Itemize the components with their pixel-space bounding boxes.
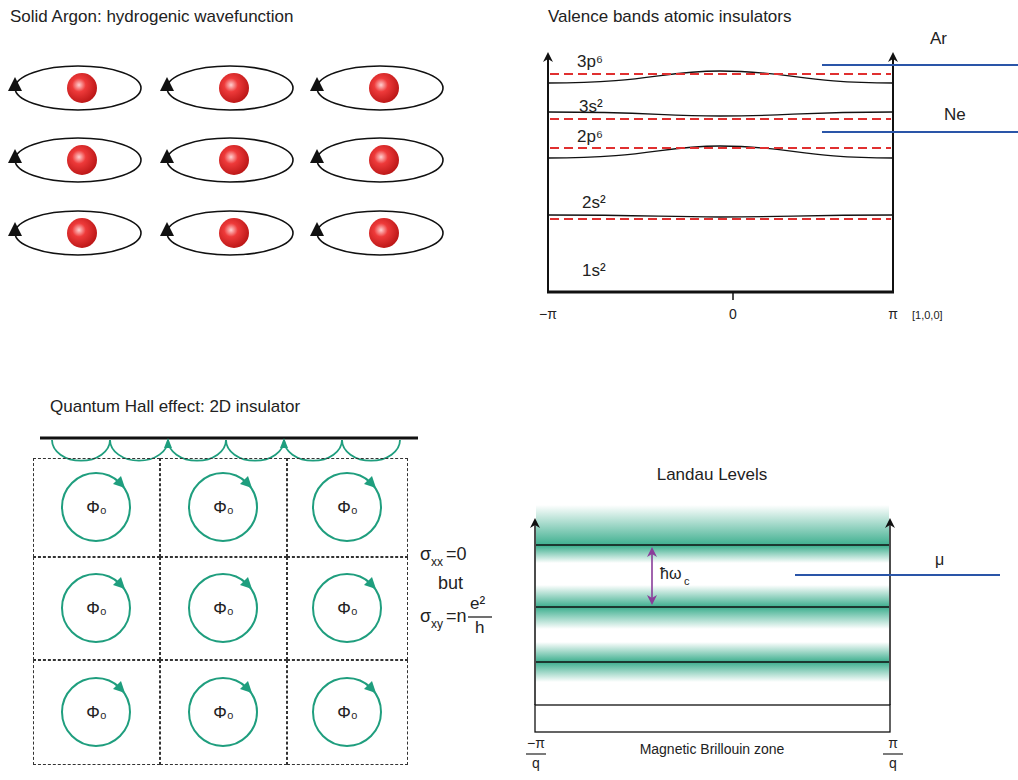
element-label: Ar xyxy=(930,30,947,49)
chemical-potential-line xyxy=(795,574,1000,576)
panel-title: Valence bands atomic insulators xyxy=(548,8,792,27)
flux-label: Φ₀ xyxy=(213,498,234,518)
axis-tick: 0 xyxy=(729,307,737,322)
axis-tick-denominator: q xyxy=(532,756,540,771)
fraction-numerator: e² xyxy=(470,595,485,614)
orbital-label: 3s² xyxy=(579,98,603,117)
chemical-potential-lines xyxy=(822,65,1018,132)
cyclotron-orbits xyxy=(62,473,381,746)
fraction-denominator: h xyxy=(475,619,484,638)
atomic-levels xyxy=(550,74,891,219)
flux-cell: Φ₀ xyxy=(33,458,160,557)
axis-tick: π xyxy=(888,307,898,322)
axis-tick: −π xyxy=(539,307,557,322)
chemical-potential: μ xyxy=(935,551,944,569)
flux-cell: Φ₀ xyxy=(160,458,287,557)
panel-title: Quantum Hall effect: 2D insulator xyxy=(50,398,300,417)
orbital-label: 2s² xyxy=(582,194,606,213)
flux-cell: Φ₀ xyxy=(33,557,160,660)
axis-tick-denominator: q xyxy=(889,756,897,771)
gap-subscript: c xyxy=(684,575,690,587)
panel-title: Landau Levels xyxy=(657,466,768,485)
conductivity-value: =n xyxy=(446,607,467,627)
flux-label: Φ₀ xyxy=(86,498,107,518)
flux-cell: Φ₀ xyxy=(160,660,287,765)
energy-bands xyxy=(548,71,893,217)
band-axes xyxy=(547,54,894,300)
landau-bands xyxy=(536,505,889,682)
flux-label: Φ₀ xyxy=(213,599,234,619)
flux-label: Φ₀ xyxy=(337,599,358,619)
flux-cell: Φ₀ xyxy=(287,557,408,660)
flux-cell: Φ₀ xyxy=(287,458,408,557)
flux-cell: Φ₀ xyxy=(160,557,287,660)
connective-word: but xyxy=(438,574,463,594)
axis-direction: [1,0,0] xyxy=(912,309,943,321)
flux-cell: Φ₀ xyxy=(33,660,160,765)
gap-arrow xyxy=(651,549,653,603)
atom-orbits xyxy=(8,66,443,255)
flux-label: Φ₀ xyxy=(86,703,107,723)
orbital-label: 3p⁶ xyxy=(577,53,603,72)
orbital-label: 1s² xyxy=(582,262,606,281)
axis-tick-numerator: π xyxy=(888,736,898,751)
conductivity-subscript: xy xyxy=(431,618,443,631)
gap-symbol: ħω xyxy=(660,565,681,583)
flux-label: Φ₀ xyxy=(337,703,358,723)
flux-cell: Φ₀ xyxy=(287,660,408,765)
orbital-label: 2p⁶ xyxy=(577,128,603,147)
axis-title: Magnetic Brillouin zone xyxy=(640,742,785,757)
flux-label: Φ₀ xyxy=(213,703,234,723)
flux-label: Φ₀ xyxy=(337,498,358,518)
fraction-bar xyxy=(468,616,492,617)
conductivity-subscript: xx xyxy=(431,556,443,569)
flux-label: Φ₀ xyxy=(86,599,107,619)
element-label: Ne xyxy=(944,106,966,125)
conductivity-symbol: σ xyxy=(420,607,431,627)
conductivity-value: =0 xyxy=(446,545,467,565)
panel-title: Solid Argon: hydrogenic wavefunction xyxy=(10,8,294,27)
conductivity-symbol: σ xyxy=(420,545,431,565)
landau-axes xyxy=(526,520,903,754)
axis-tick-numerator: −π xyxy=(527,736,545,751)
